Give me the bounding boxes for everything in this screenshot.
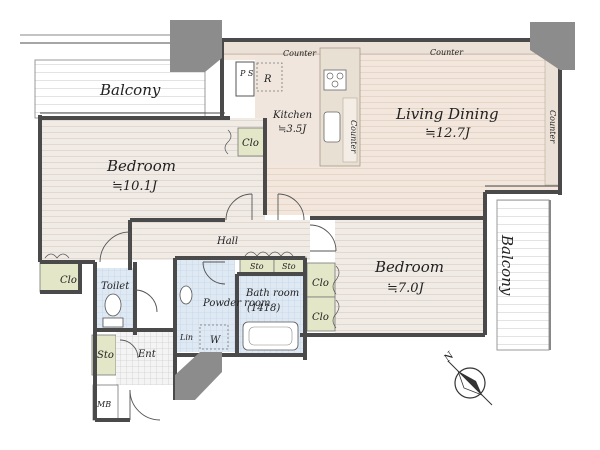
counter-top	[221, 39, 553, 55]
kitchen-label: Kitchen	[272, 110, 312, 121]
bedroom-west-label: Bedroom	[106, 157, 176, 175]
linen-label: Lin	[179, 333, 193, 342]
closet-label-2: Clo	[60, 275, 77, 286]
washer-label: W	[210, 335, 221, 346]
bedroom-south-floor	[335, 220, 485, 335]
doors	[99, 193, 337, 421]
closet-label-4: Clo	[312, 312, 329, 323]
meter-box	[92, 384, 119, 421]
counter-label-living: Counter	[430, 48, 464, 57]
column-southwest	[175, 352, 222, 400]
column-northeast	[530, 22, 575, 70]
living-dining-area: ≒12.7J	[425, 126, 471, 141]
balcony-east-label: Balcony	[498, 234, 516, 296]
powder-room-label: Powder room	[202, 298, 271, 309]
counter-label-east: Counter	[548, 110, 557, 144]
entrance-label: Ent	[137, 349, 157, 360]
counter-label-island: Counter	[349, 120, 358, 154]
bedroom-west-area: ≒10.1J	[112, 179, 158, 194]
bathtub-icon	[242, 321, 299, 351]
storage-label-2: Sto	[282, 262, 296, 271]
column-north	[170, 20, 222, 72]
toilet-bowl-icon	[104, 293, 122, 317]
hall-floor	[130, 220, 310, 260]
closet-label-3: Clo	[312, 278, 329, 289]
balcony-north-label: Balcony	[99, 81, 161, 99]
washbasin-icon	[179, 285, 193, 305]
closet-bedroom-west	[237, 127, 266, 157]
kitchen-area: ≒3.5J	[278, 124, 307, 135]
living-dining-label: Living Dining	[395, 105, 499, 123]
hall-label: Hall	[216, 236, 238, 247]
bedroom-south-label: Bedroom	[374, 258, 444, 276]
meter-box-label: MB	[96, 400, 111, 409]
ps-label: P S	[239, 69, 254, 78]
pipe-shaft	[235, 61, 255, 97]
closet-west-lower	[39, 261, 81, 293]
compass-icon	[447, 360, 493, 406]
toilet-label: Toilet	[101, 281, 130, 292]
counter-label-kitchen: Counter	[283, 49, 317, 58]
bedroom-south-area: ≒7.0J	[387, 281, 425, 296]
closet-south-2	[306, 296, 336, 332]
storage-label-1: Sto	[250, 262, 264, 271]
balcony-east-area	[496, 199, 551, 351]
bathroom-size: (1418)	[247, 303, 280, 314]
refrigerator-label: R	[263, 74, 272, 85]
storage-label-entrance: Sto	[97, 350, 114, 361]
sink-icon	[323, 111, 341, 143]
stove-icon	[323, 69, 347, 91]
closet-label-1: Clo	[242, 138, 259, 149]
kitchen-island-counter	[342, 97, 358, 163]
compass-north-label: N	[442, 349, 458, 365]
walls	[38, 38, 562, 422]
entrance-floor	[116, 330, 174, 385]
washer-spot	[199, 324, 229, 350]
bathroom-label: Bath room	[245, 288, 299, 299]
refrigerator-spot	[256, 62, 283, 92]
powder-room	[175, 260, 235, 352]
